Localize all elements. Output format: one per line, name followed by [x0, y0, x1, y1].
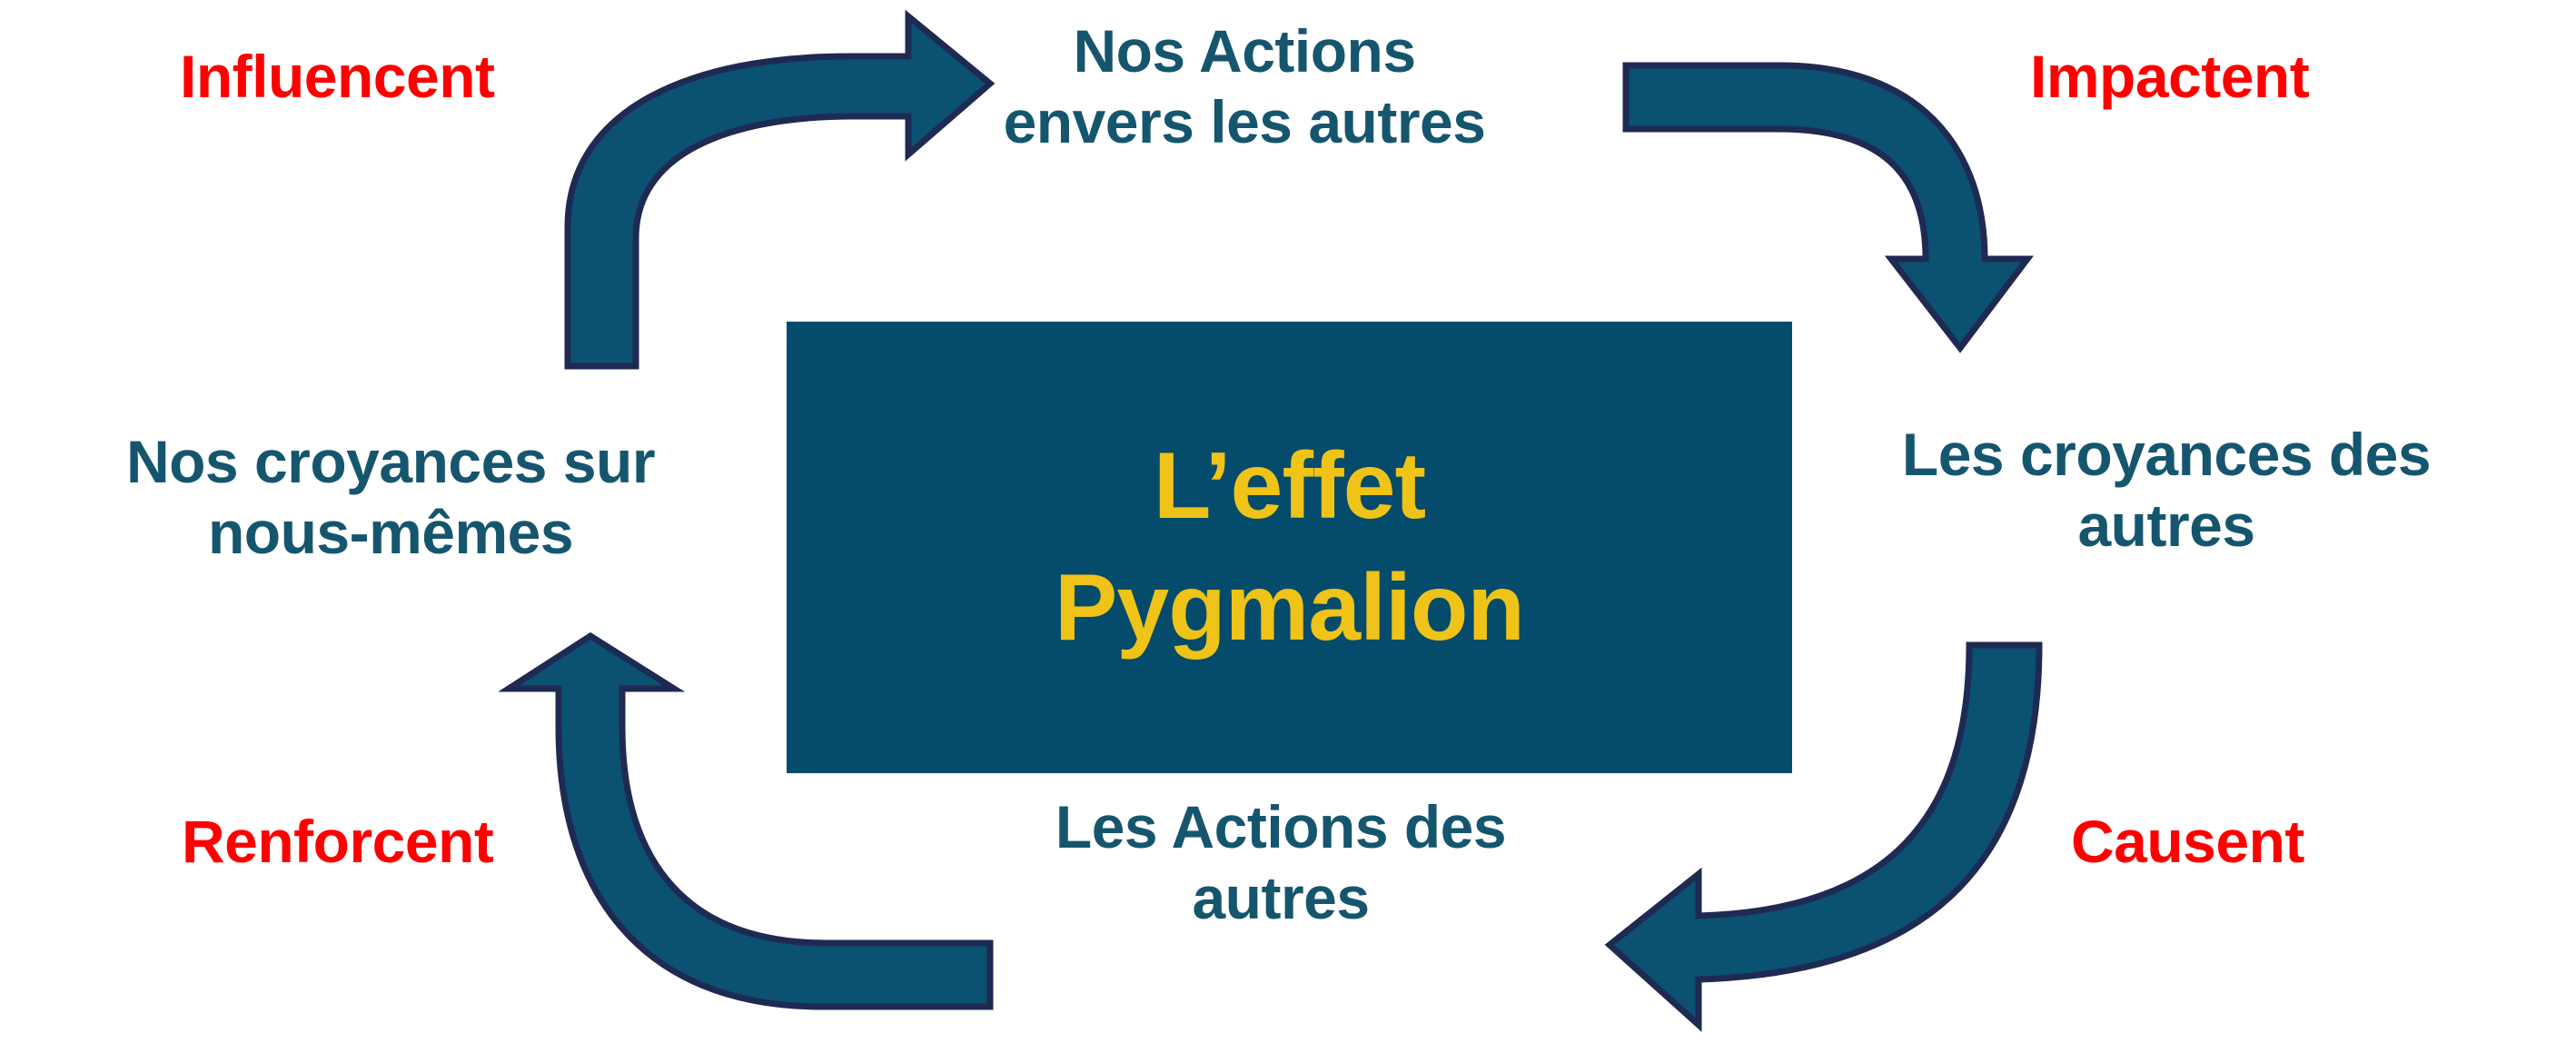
relation-label-causent: Causent [2071, 808, 2304, 875]
node-label-others-beliefs: Les croyances des autres [1901, 421, 2432, 559]
arrow-influencent-icon [564, 9, 996, 370]
arrow-renforcent-icon [498, 631, 994, 1010]
center-title-line-1: L’effet [1153, 433, 1426, 540]
node-label-our-actions: Nos Actions envers les autres [1003, 17, 1486, 155]
relation-label-impactent: Impactent [2030, 43, 2310, 110]
node-label-self-beliefs: Nos croyances sur nous-mêmes [125, 428, 656, 566]
node-label-others-actions: Les Actions des autres [1055, 793, 1507, 931]
relation-label-influencent: Influencent [180, 43, 495, 110]
center-concept-box: L’effet Pygmalion [787, 322, 1792, 773]
center-title-line-2: Pygmalion [1055, 554, 1525, 661]
arrow-impactent-icon [1622, 62, 2035, 353]
relation-label-renforcent: Renforcent [182, 808, 494, 875]
arrow-causent-icon [1604, 641, 2043, 1032]
